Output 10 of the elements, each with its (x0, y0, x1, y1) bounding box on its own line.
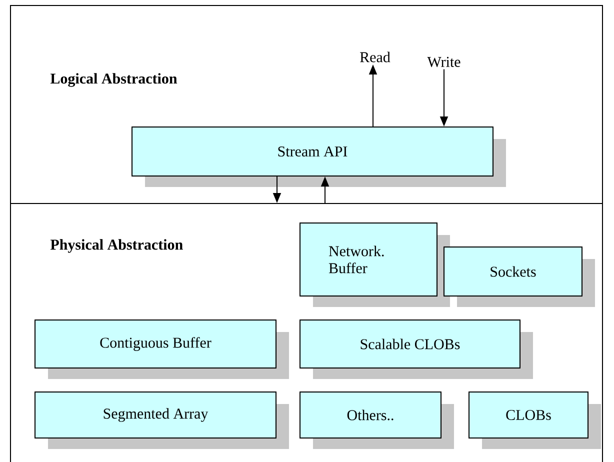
shadowed-box: Sockets (444, 246, 595, 307)
shadowed-box: Segmented Array (34, 392, 289, 449)
label-text: Read (360, 52, 390, 62)
shadowed-box: Contiguous Buffer (34, 320, 289, 379)
shadowed-box: CLOBs (468, 392, 601, 449)
shadowed-box: Stream API (132, 126, 506, 187)
shadowed-box: Scalable CLOBs (300, 320, 533, 379)
shadowed-box: Network. Buffer (300, 222, 450, 307)
label-text: Write (427, 56, 460, 68)
shadowed-box: Others.. (300, 392, 454, 449)
